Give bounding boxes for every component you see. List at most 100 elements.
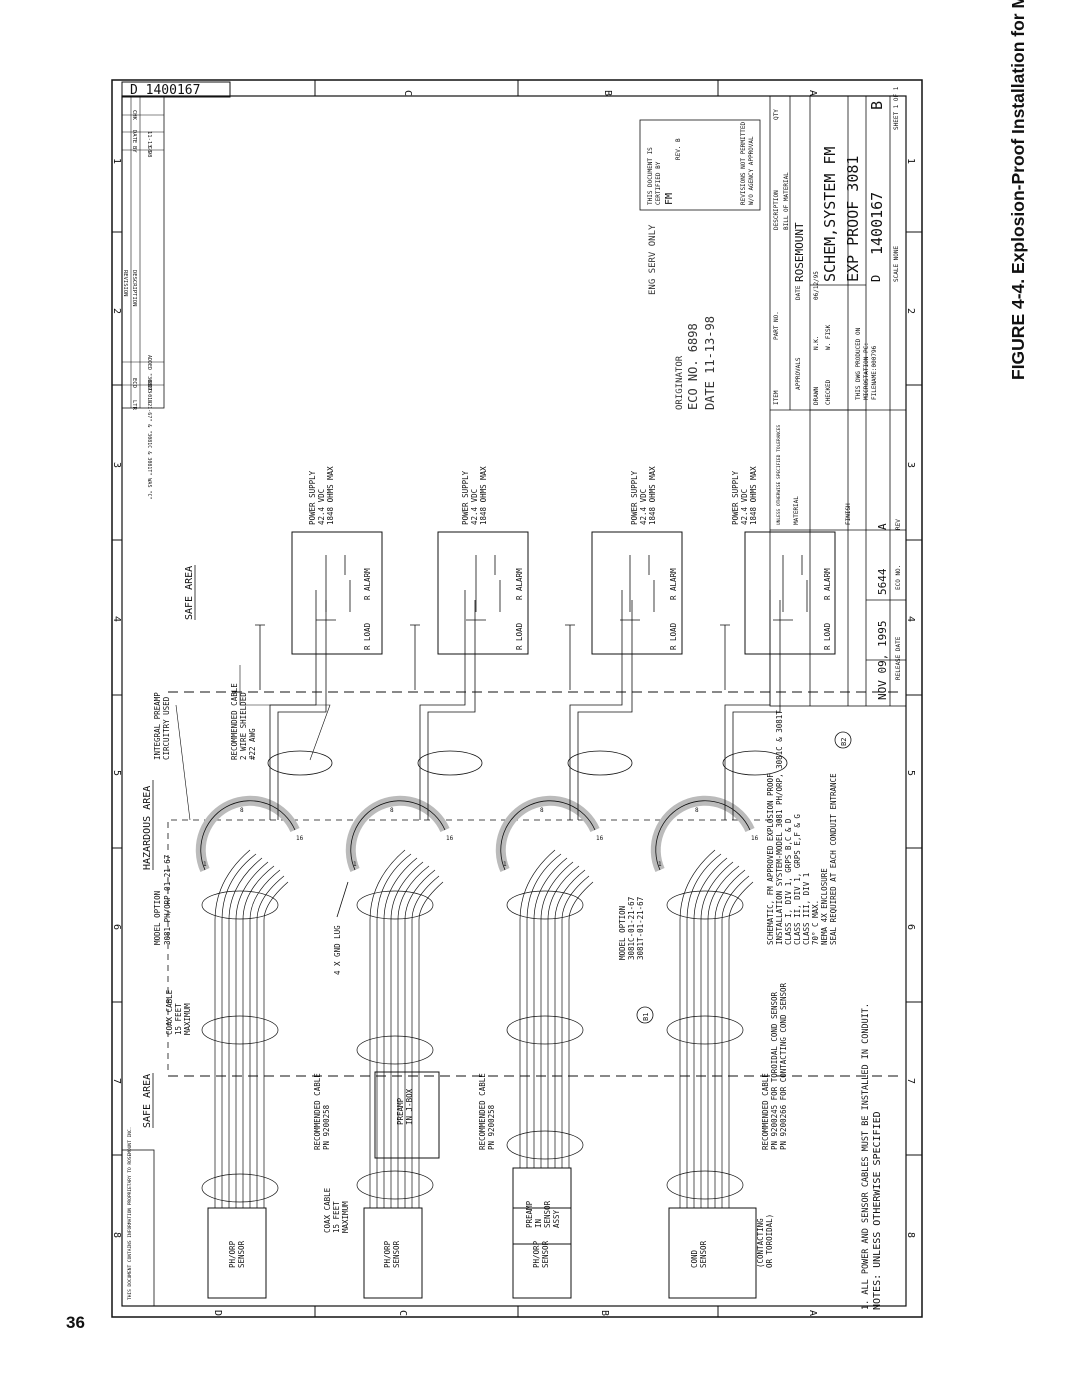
safe-area-left: SAFE AREA xyxy=(142,1074,153,1128)
svg-text:MODEL OPTION: MODEL OPTION xyxy=(618,906,627,960)
svg-text:1: 1 xyxy=(203,861,207,868)
zone-number: 1 xyxy=(111,158,122,164)
svg-text:PH/ORP: PH/ORP xyxy=(228,1240,237,1268)
svg-text:PH/ORP: PH/ORP xyxy=(383,1240,392,1268)
svg-text:1848 OHMS MAX: 1848 OHMS MAX xyxy=(326,466,335,525)
svg-text:8: 8 xyxy=(540,807,544,814)
svg-text:RELEASE DATE: RELEASE DATE xyxy=(895,636,902,680)
svg-text:POWER SUPPLY: POWER SUPPLY xyxy=(308,470,317,525)
zone-number: 7 xyxy=(905,1078,916,1084)
note-1: 1. ALL POWER AND SENSOR CABLES MUST BE I… xyxy=(861,1003,871,1310)
svg-text:#22 AWG: #22 AWG xyxy=(248,728,257,760)
svg-text:16: 16 xyxy=(296,835,304,842)
svg-text:2 WIRE SHIELDED: 2 WIRE SHIELDED xyxy=(239,692,248,760)
zone-letter: C xyxy=(402,90,413,96)
svg-text:IN J-BOX: IN J-BOX xyxy=(405,1088,414,1125)
terminal-labels: 1 8 16 1 8 16 1 8 16 1 8 16 xyxy=(203,807,759,868)
zone-letter: C xyxy=(397,1310,408,1316)
svg-text:W. FISK: W. FISK xyxy=(825,324,832,350)
svg-text:CIRCUITRY USED: CIRCUITRY USED xyxy=(162,696,171,760)
model-option-2: MODEL OPTION 3081C-01-21-67 3081T-01-21-… xyxy=(618,897,645,960)
svg-text:PREAMP: PREAMP xyxy=(525,1200,534,1228)
rev-date: 11-13-98 xyxy=(146,131,152,158)
rev-desc: ADDED "3081T-01-21-67" & "3081C & 3081T"… xyxy=(146,355,152,500)
svg-text:PN 9200258: PN 9200258 xyxy=(322,1104,331,1150)
zone-letter: B xyxy=(599,1310,610,1316)
svg-text:R LOAD: R LOAD xyxy=(669,622,678,650)
svg-text:R LOAD: R LOAD xyxy=(823,622,832,650)
svg-text:R LOAD: R LOAD xyxy=(363,622,372,650)
svg-text:POWER SUPPLY: POWER SUPPLY xyxy=(461,470,470,525)
rev-eco: 6893 xyxy=(146,380,152,393)
coax-note-2: COAX CABLE 15 FEET MAXIMUM xyxy=(323,1187,350,1233)
svg-text:COAX CABLE: COAX CABLE xyxy=(165,989,174,1035)
zone-letter: B xyxy=(602,90,613,96)
svg-text:INSTALLATION SYSTEM-MODEL 3081: INSTALLATION SYSTEM-MODEL 3081 PH/ORP, 3… xyxy=(775,710,784,945)
title-block xyxy=(769,95,907,707)
schematic-note: SCHEMATIC, FM APPROVED EXPLOSION PROOF I… xyxy=(766,710,838,945)
balloon-b2-label: B2 xyxy=(840,738,848,746)
revision-block: REVISION LTR ECO DESCRIPTION BY DATE CHK… xyxy=(121,95,165,500)
approval-stamp: ENG SERV ONLY ORIGINATOR ECO NO. 6898 DA… xyxy=(648,224,717,410)
zone-number: 5 xyxy=(111,770,122,776)
rev-col-desc: DESCRIPTION xyxy=(131,270,137,306)
svg-text:SENSOR: SENSOR xyxy=(541,1240,550,1268)
gnd-lug-arrow xyxy=(336,881,349,918)
svg-text:5644: 5644 xyxy=(876,568,889,595)
zone-number: 5 xyxy=(905,770,916,776)
svg-text:PN 9200245 FOR TOROIDAL COND S: PN 9200245 FOR TOROIDAL COND SENSOR xyxy=(770,991,779,1150)
svg-text:16: 16 xyxy=(751,835,759,842)
svg-text:COAX CABLE: COAX CABLE xyxy=(323,1187,332,1233)
svg-text:W/O AGENCY APPROVAL: W/O AGENCY APPROVAL xyxy=(748,136,755,205)
svg-text:FM: FM xyxy=(664,193,675,205)
svg-text:R ALARM: R ALARM xyxy=(515,568,524,600)
rev-col-date: DATE xyxy=(131,130,137,143)
svg-text:MODEL OPTION: MODEL OPTION xyxy=(153,891,162,945)
svg-text:16: 16 xyxy=(446,835,454,842)
svg-text:MICROSTATION PC:: MICROSTATION PC: xyxy=(863,342,870,400)
svg-text:SENSOR: SENSOR xyxy=(699,1240,708,1268)
svg-text:OR TOROIDAL): OR TOROIDAL) xyxy=(765,1214,774,1268)
svg-text:MAXIMUM: MAXIMUM xyxy=(183,1003,192,1035)
balloon-b2 xyxy=(834,731,852,749)
svg-text:SENSOR: SENSOR xyxy=(543,1200,552,1228)
rev-col-chk: CHK xyxy=(131,110,137,121)
svg-text:15 FEET: 15 FEET xyxy=(174,1003,183,1035)
dwg-number-box xyxy=(121,81,231,98)
zone-number: 8 xyxy=(905,1232,916,1238)
svg-text:BILL OF MATERIAL: BILL OF MATERIAL xyxy=(783,172,790,230)
svg-text:RECOMMENDED CABLE: RECOMMENDED CABLE xyxy=(761,1073,770,1150)
zone-number: 6 xyxy=(905,924,916,930)
svg-text:POWER SUPPLY: POWER SUPPLY xyxy=(630,470,639,525)
svg-text:PART NO.: PART NO. xyxy=(773,311,780,340)
svg-text:REV. B: REV. B xyxy=(675,138,682,160)
svg-text:ITEM: ITEM xyxy=(773,390,780,405)
zone-number: 2 xyxy=(905,308,916,314)
svg-text:SENSOR: SENSOR xyxy=(237,1240,246,1268)
svg-text:NOV 09, 1995: NOV 09, 1995 xyxy=(876,621,889,700)
svg-text:NEMA 4X ENCLOSURE: NEMA 4X ENCLOSURE xyxy=(820,868,829,945)
svg-text:SCALE NONE: SCALE NONE xyxy=(893,245,900,282)
balloon-b1-label: B1 xyxy=(642,1013,650,1021)
svg-text:N.K.: N.K. xyxy=(813,336,820,350)
svg-text:8: 8 xyxy=(695,807,699,814)
zone-number: 2 xyxy=(111,308,122,314)
svg-text:1: 1 xyxy=(503,861,507,868)
boundary-box-top-left xyxy=(167,819,780,1070)
svg-text:CLASS III, DIV 1: CLASS III, DIV 1 xyxy=(802,873,811,945)
leader-line xyxy=(175,704,191,821)
rev-col-ltr: LTR xyxy=(131,400,137,411)
svg-text:RECOMMENDED CABLE: RECOMMENDED CABLE xyxy=(313,1073,322,1150)
svg-text:70° C MAX.: 70° C MAX. xyxy=(811,900,820,945)
svg-text:06/12/95: 06/12/95 xyxy=(813,271,820,300)
svg-text:MAXIMUM: MAXIMUM xyxy=(341,1201,350,1233)
zone-letter: A xyxy=(807,1310,818,1316)
svg-text:PN 9200266 FOR CONTACTING COND: PN 9200266 FOR CONTACTING COND SENSOR xyxy=(779,982,788,1150)
zone-numbers: 1 2 3 4 5 6 7 8 1 2 3 4 5 6 7 8 xyxy=(111,158,922,1238)
svg-text:15 FEET: 15 FEET xyxy=(332,1201,341,1233)
rev-header: REVISION xyxy=(122,270,128,297)
svg-text:R LOAD: R LOAD xyxy=(515,622,524,650)
svg-text:APPROVALS: APPROVALS xyxy=(795,357,802,390)
cable-bundles xyxy=(201,849,754,1208)
